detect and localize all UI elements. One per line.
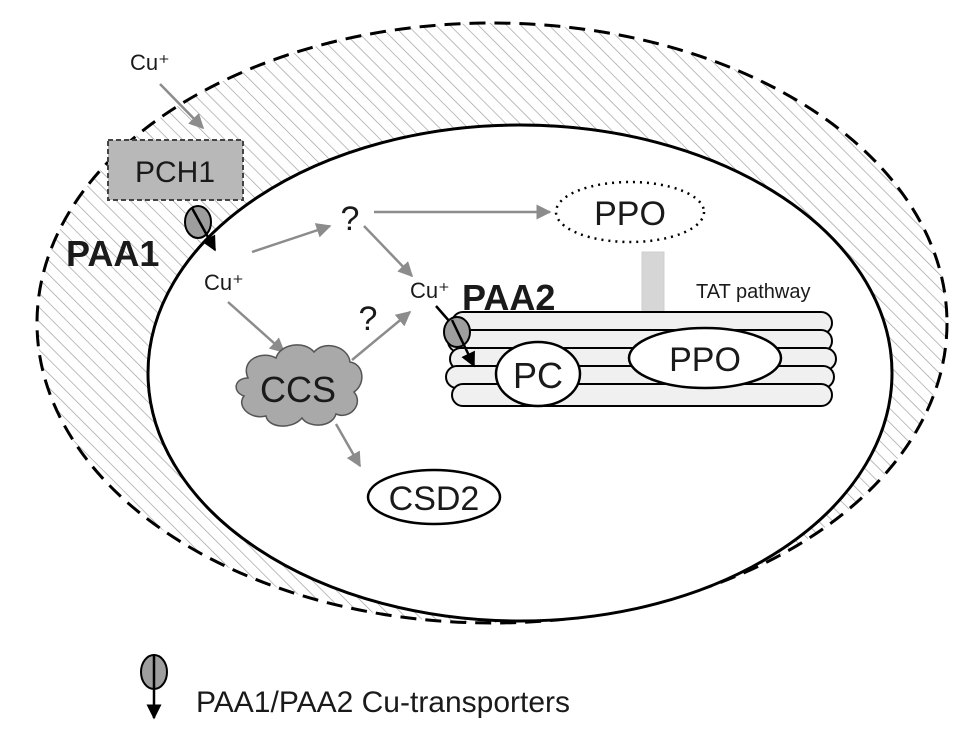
unknown-chaperone-top: ? bbox=[341, 200, 360, 238]
paa1-transporter-icon bbox=[184, 205, 217, 252]
ccs-cloud-shape bbox=[235, 344, 363, 427]
tat-pathway-label: TAT pathway bbox=[696, 281, 811, 303]
legend-label: PAA1/PAA2 Cu-transporters bbox=[196, 686, 570, 719]
ppo-stroma-ellipse bbox=[554, 180, 706, 244]
paa2-transporter-icon bbox=[443, 316, 476, 368]
cu-ion-label-thylakoid: Cu⁺ bbox=[410, 278, 450, 303]
paa2-label: PAA2 bbox=[462, 277, 555, 318]
pch1-label: PCH1 bbox=[135, 156, 215, 189]
ppo-lumen-label: PPO bbox=[669, 341, 741, 379]
arrow-cu-to-pch1 bbox=[159, 83, 205, 130]
pch1-box bbox=[107, 139, 244, 201]
csd2-label: CSD2 bbox=[389, 480, 480, 518]
arrow-ccs-to-csd2 bbox=[334, 423, 362, 468]
legend-transporter-icon bbox=[140, 654, 168, 720]
cu-ion-label-stroma: Cu⁺ bbox=[204, 270, 244, 295]
unknown-chaperone-mid: ? bbox=[359, 300, 378, 338]
arrow-cu-to-ccs bbox=[227, 301, 286, 353]
paa1-label: PAA1 bbox=[66, 233, 159, 274]
arrow-cu-to-unknown-top bbox=[251, 223, 332, 254]
ccs-label: CCS bbox=[260, 369, 336, 410]
ppo-lumen-ellipse bbox=[627, 326, 783, 390]
ppo-stroma-label: PPO bbox=[594, 195, 666, 233]
arrow-unknown-to-cu bbox=[363, 225, 414, 278]
arrow-ccs-to-cu bbox=[351, 311, 412, 361]
cu-ion-label-outer: Cu⁺ bbox=[130, 50, 170, 75]
arrow-cu-into-paa2 bbox=[435, 305, 451, 323]
pc-ellipse bbox=[494, 340, 582, 408]
csd2-ellipse bbox=[366, 468, 502, 526]
pc-label: PC bbox=[513, 355, 563, 396]
